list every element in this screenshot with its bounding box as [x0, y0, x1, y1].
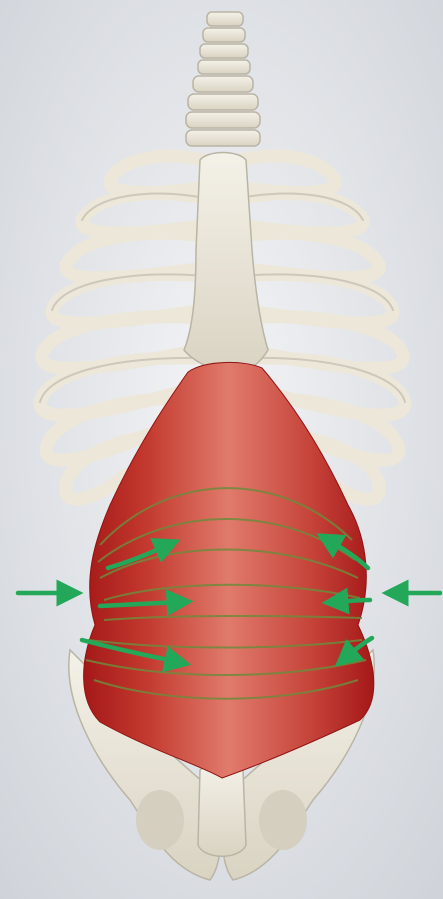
- anatomy-illustration: [0, 0, 443, 899]
